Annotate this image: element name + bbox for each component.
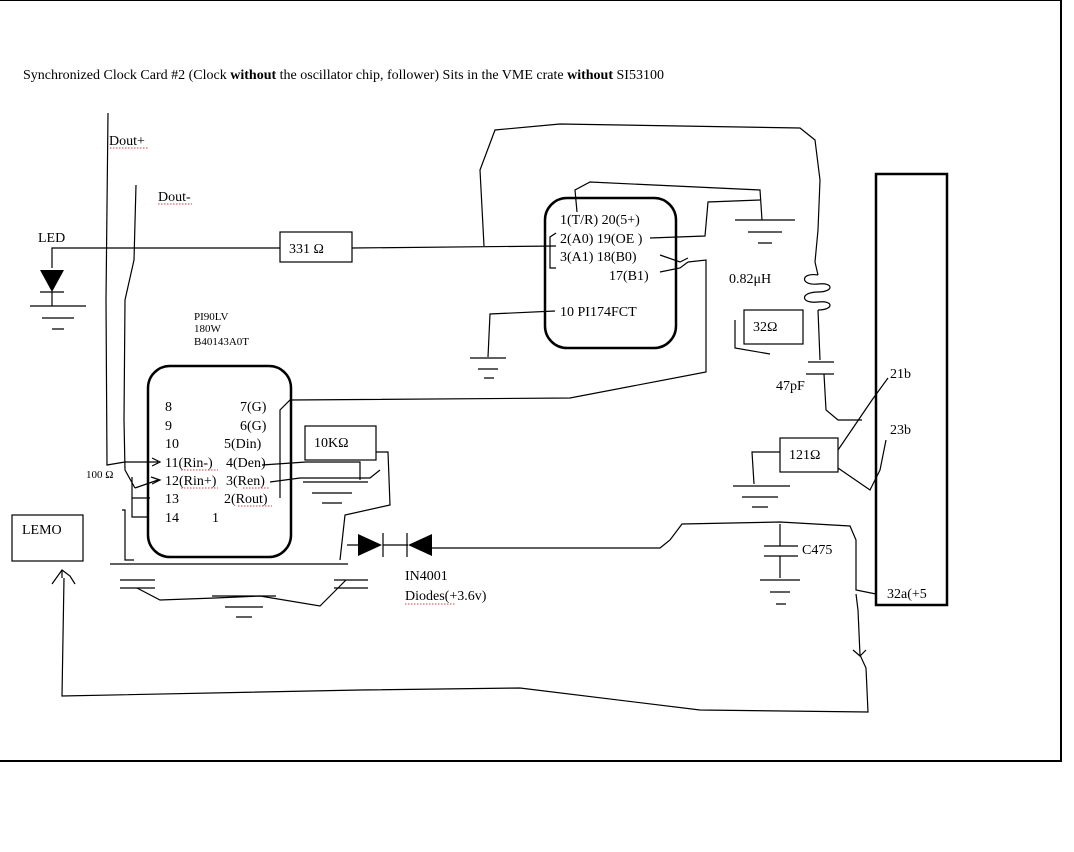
diodes-label-line2: Diodes(+3.6v)	[405, 589, 487, 604]
ground-bus-wire	[136, 579, 347, 607]
buffer-pin-row3: 3(A1) 18(B0)	[560, 250, 637, 265]
resistor-331-label: 331 Ω	[289, 242, 324, 257]
spell-underline	[181, 469, 272, 507]
ground-icon	[303, 481, 368, 504]
wire-23b	[837, 439, 887, 491]
receiver-pin: 9	[165, 419, 172, 434]
wire-121-gnd	[751, 451, 780, 485]
capacitor-c475-icon	[764, 524, 798, 578]
connector-pin-32a: 32a(+5	[887, 587, 927, 602]
buffer-pin-row1: 1(T/R) 20(5+)	[560, 213, 640, 228]
wire-10k	[339, 451, 391, 561]
b-bus-wire	[279, 259, 707, 498]
resistor-32-label: 32Ω	[753, 320, 777, 335]
receiver-pin: 4(Den)	[226, 456, 266, 471]
dout-minus-label: Dout-	[158, 190, 191, 205]
diagram-title: Synchronized Clock Card #2 (Clock withou…	[23, 68, 664, 83]
receiver-pin: 8	[165, 400, 172, 415]
capacitor-icon	[334, 579, 368, 589]
wire-14	[122, 509, 134, 561]
wire-331-to-buffer	[351, 245, 557, 249]
pin13-14-wire	[131, 477, 150, 518]
lemo-return-wire	[61, 577, 869, 713]
buffer-loop-wire	[479, 123, 821, 276]
inductor-wire	[817, 309, 821, 361]
connector-pin-21b: 21b	[890, 367, 911, 382]
connector-pin-23b: 23b	[890, 423, 911, 438]
resistor-32	[743, 309, 804, 345]
ground-icon	[735, 219, 795, 244]
rin-minus-arrow	[125, 457, 162, 467]
buffer-tr-wire	[574, 181, 763, 221]
receiver-pin: 14	[165, 511, 179, 526]
arrow-icon	[852, 649, 867, 657]
lemo-plug-icon	[51, 569, 76, 585]
receiver-pin: 11(Rin-)	[165, 456, 213, 471]
dout-plus-wire	[105, 112, 126, 466]
ground-icon	[470, 357, 506, 379]
dout-plus-label: Dout+	[109, 134, 145, 149]
receiver-pin: 1	[212, 511, 219, 526]
receiver-pin: 6(G)	[240, 419, 267, 434]
receiver-pin: 2(Rout)	[224, 492, 268, 507]
diodes-label-line1: IN4001	[405, 569, 448, 584]
led-diode-icon	[40, 270, 64, 292]
wire-den	[261, 461, 361, 480]
wire-47pf	[823, 373, 862, 421]
receiver-label-line2: 180W	[194, 323, 222, 335]
buffer-pin-row5: 10 PI174FCT	[560, 305, 637, 320]
buffer-b0-b1-joint	[659, 254, 689, 273]
lemo-connector	[11, 514, 84, 562]
resistor-121	[779, 437, 839, 473]
receiver-pin: 5(Din)	[224, 437, 262, 452]
led-wire	[51, 247, 280, 268]
vme-connector	[874, 172, 949, 607]
receiver-label-line1: PI90LV	[194, 311, 228, 323]
receiver-pin: 13	[165, 492, 179, 507]
resistor-100-label: 100 Ω	[86, 469, 113, 481]
ground-icon	[733, 485, 790, 508]
receiver-pin: 7(G)	[240, 400, 267, 415]
capacitor-47pf-icon	[806, 361, 834, 375]
diode-power-wire	[347, 521, 877, 595]
diode-icon	[358, 534, 382, 556]
buffer-a0-a1-bracket	[549, 232, 557, 269]
ground-icon	[760, 579, 800, 605]
resistor-331	[279, 231, 353, 263]
buffer-gnd-wire	[487, 310, 556, 358]
buffer-chip-pi174fct	[543, 196, 678, 350]
capacitor-47pf-label: 47pF	[776, 379, 805, 394]
receiver-pin: 12(Rin+)	[165, 474, 217, 489]
capacitor-c475-label: C475	[802, 543, 832, 558]
wire-32	[734, 320, 771, 355]
rin-plus-arrow	[134, 476, 162, 489]
buffer-oe-wire	[649, 199, 761, 239]
diode-icon	[408, 534, 432, 556]
buffer-pin-row4: 17(B1)	[609, 269, 649, 284]
receiver-pin: 3(Ren)	[226, 474, 265, 489]
resistor-121-label: 121Ω	[789, 448, 820, 463]
led-label: LED	[38, 231, 65, 246]
resistor-10k-label: 10KΩ	[314, 436, 349, 451]
inductor-label: 0.82μH	[729, 272, 771, 287]
ground-icon	[30, 291, 86, 330]
wire-ren	[269, 469, 381, 483]
resistor-10k	[304, 425, 377, 461]
buffer-pin-row2: 2(A0) 19(OE )	[560, 232, 643, 247]
inductor-icon	[803, 274, 831, 311]
lemo-label: LEMO	[22, 523, 62, 538]
ground-icon	[212, 595, 276, 618]
dout-minus-wire	[123, 184, 137, 489]
capacitor-icon	[120, 579, 155, 589]
receiver-label-line3: B40143A0T	[194, 336, 249, 348]
receiver-pin: 10	[165, 437, 179, 452]
wire-121-21b	[837, 377, 889, 451]
